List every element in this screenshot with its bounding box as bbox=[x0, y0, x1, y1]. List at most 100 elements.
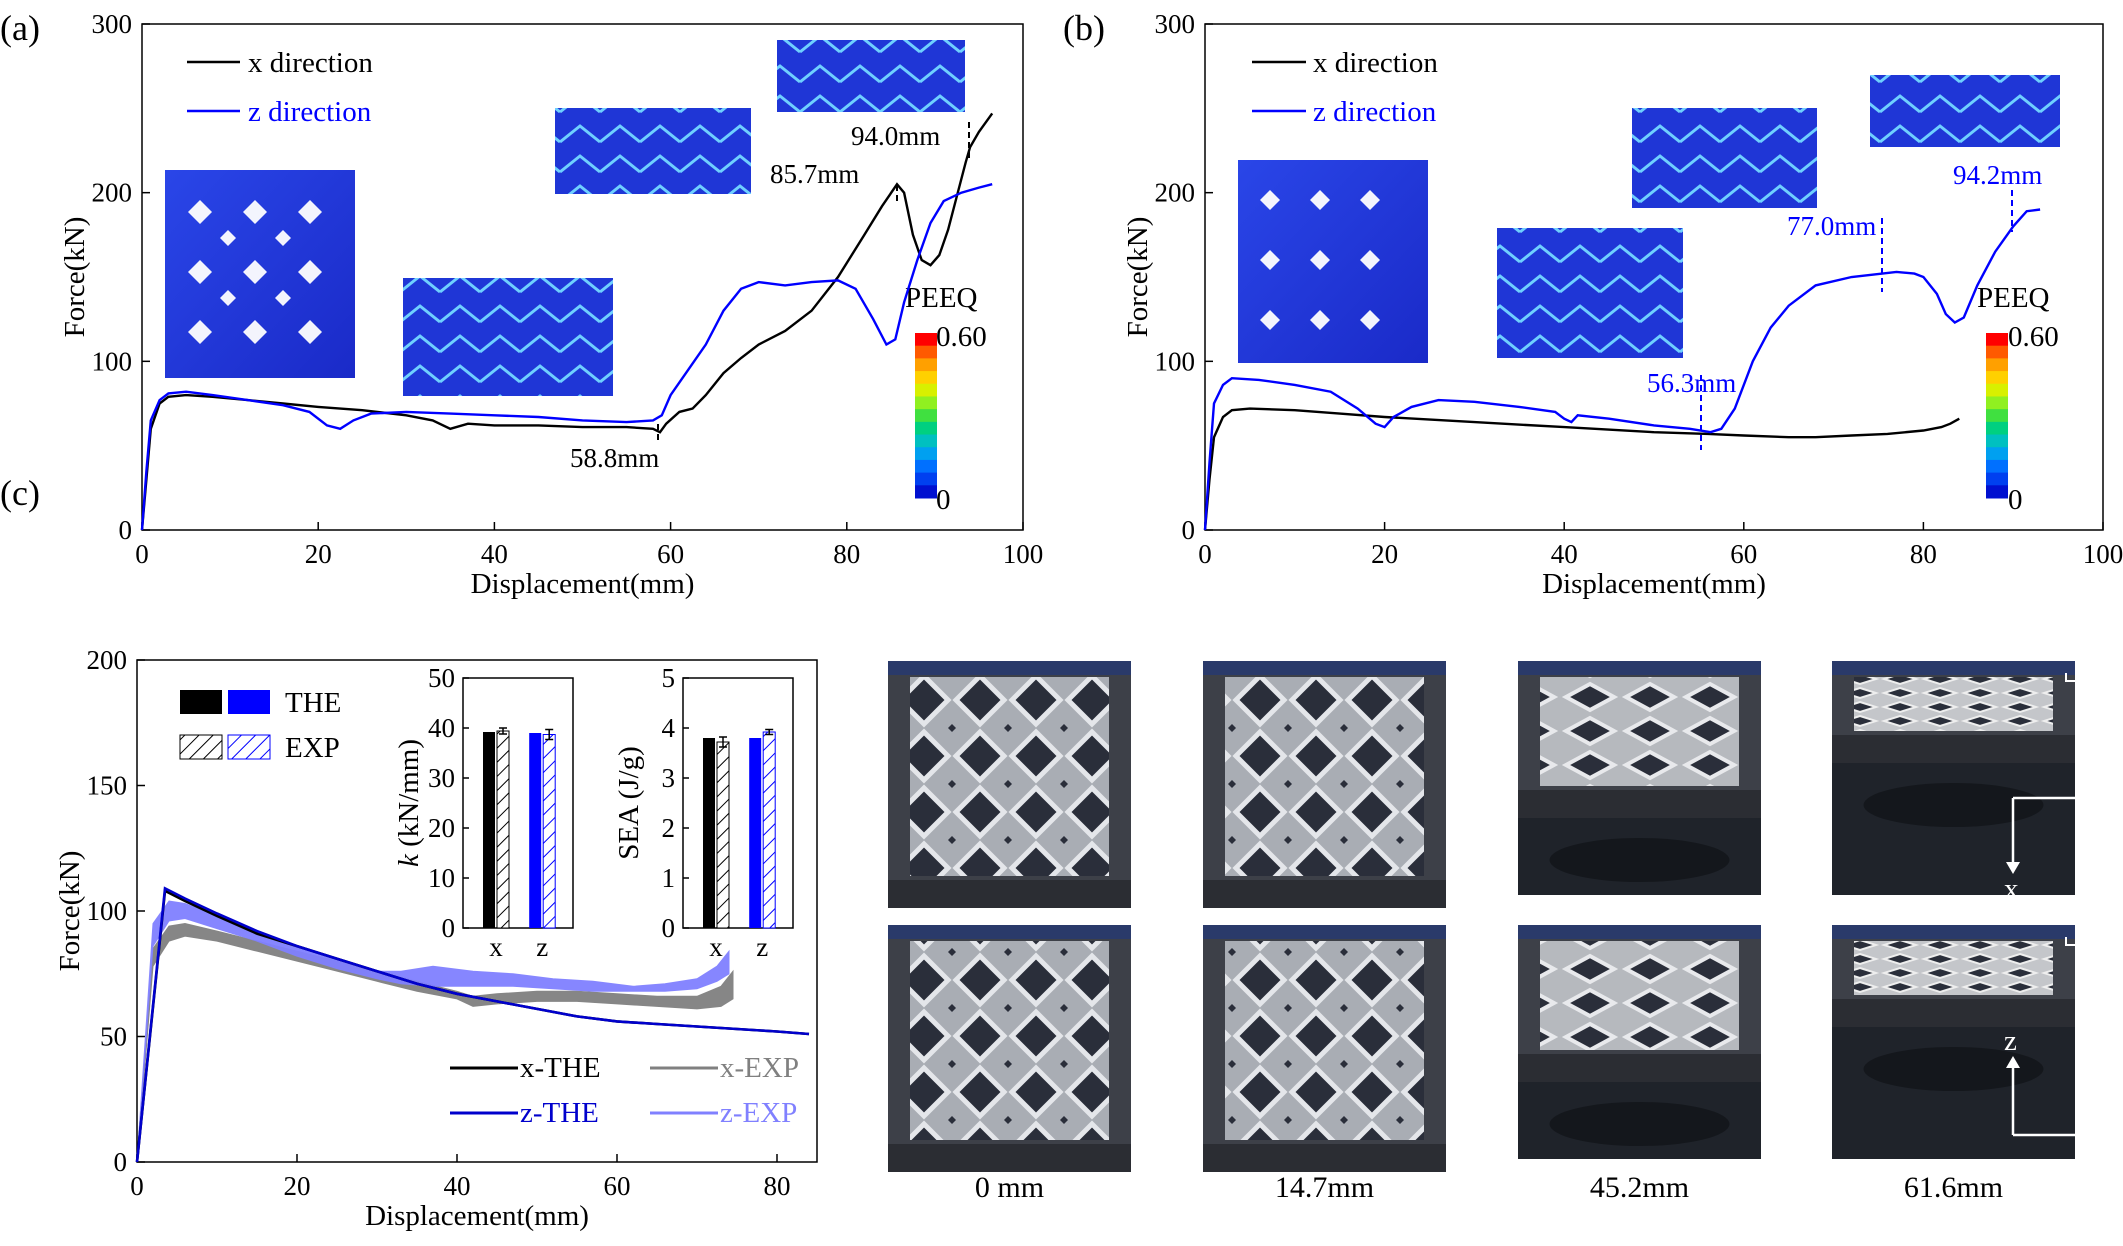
colorbar-swatch bbox=[915, 459, 937, 474]
x-axis-label: Displacement(mm) bbox=[365, 1200, 589, 1232]
colorbar-swatch bbox=[915, 472, 937, 486]
axis-arrowhead-x-top bbox=[2006, 862, 2020, 874]
annotation-58-8mm: 58.8mm bbox=[570, 443, 659, 473]
photo-specimen bbox=[1854, 677, 2053, 731]
photo-bottom-plate bbox=[888, 880, 1131, 908]
colorbar-swatch bbox=[1986, 485, 2008, 499]
inset-bar-exp-z bbox=[762, 731, 776, 929]
fe-model-compressed-a3 bbox=[777, 40, 965, 112]
annotations-b: 56.3mm 77.0mm 94.2mm bbox=[1647, 160, 2042, 450]
photo-specimen bbox=[1225, 941, 1424, 1140]
annotation-85-7mm: 85.7mm bbox=[770, 159, 859, 189]
photo-bottom-plate bbox=[1832, 999, 2075, 1027]
legend-label-exp: EXP bbox=[285, 732, 340, 764]
inset-y-tick-label: 3 bbox=[662, 763, 676, 793]
axis-label-x-top: x bbox=[2004, 873, 2019, 905]
panel-label-a: (a) bbox=[0, 8, 40, 48]
colorbar-max-a: 0.60 bbox=[936, 321, 987, 353]
legend-swatch-exp-z bbox=[227, 734, 271, 760]
colorbar-swatch bbox=[1986, 371, 2008, 385]
photo-specimen bbox=[1540, 677, 1739, 786]
y-tick-label: 200 bbox=[87, 645, 128, 675]
inset-bar-the-z bbox=[749, 738, 762, 928]
inset-y-tick-label: 2 bbox=[662, 813, 676, 843]
x-tick-label: 20 bbox=[284, 1171, 311, 1201]
inset-bar-exp-z bbox=[542, 734, 556, 929]
colorbar-swatch bbox=[915, 421, 937, 436]
fe-model-undeformed-a bbox=[165, 170, 355, 378]
colorbar-swatch bbox=[1986, 345, 2008, 359]
colorbar-swatch bbox=[1986, 358, 2008, 372]
inset-frame bbox=[462, 677, 574, 929]
x-tick-label: 40 bbox=[481, 539, 508, 569]
x-axis-label: Displacement(mm) bbox=[1542, 568, 1766, 600]
fe-model-compressed-a2 bbox=[555, 108, 751, 194]
colorbar-swatch bbox=[1986, 409, 2008, 423]
colorbar-swatch bbox=[915, 333, 937, 347]
colorbar-swatch bbox=[1986, 434, 2008, 448]
x-tick-label: 60 bbox=[1730, 539, 1757, 569]
colorbar-swatch bbox=[1986, 421, 2008, 436]
x-tick-label: 20 bbox=[1371, 539, 1398, 569]
photo-top-plate bbox=[888, 661, 1131, 675]
photo-bottom-plate bbox=[1518, 790, 1761, 818]
x-tick-label: 0 bbox=[130, 1171, 144, 1201]
x-tick-label: 0 bbox=[1198, 539, 1212, 569]
y-axis-label: Force(kN) bbox=[59, 217, 91, 338]
colorbar-max-b: 0.60 bbox=[2008, 321, 2059, 353]
inset-y-tick-label: 50 bbox=[428, 663, 455, 693]
inset-y-tick-label: 4 bbox=[662, 713, 676, 743]
y-tick-label: 200 bbox=[92, 178, 133, 208]
legend-label-z-direction: z direction bbox=[248, 96, 372, 128]
peeq-colorbar-a bbox=[915, 333, 937, 499]
x-tick-label: 100 bbox=[2083, 539, 2123, 569]
photo-caption-3: 61.6mm bbox=[1904, 1171, 2003, 1204]
series-band-x-EXP bbox=[136, 922, 734, 1163]
colorbar-label-b: PEEQ bbox=[1977, 282, 2050, 314]
photo-specimen bbox=[910, 941, 1109, 1140]
inset-y-axis-label: SEA (J/g) bbox=[613, 746, 645, 860]
panel-label-b: (b) bbox=[1063, 8, 1105, 48]
photo-specimen bbox=[910, 677, 1109, 876]
inset-y-axis-label-italic: k bbox=[393, 853, 425, 867]
y-tick-label: 100 bbox=[92, 346, 133, 376]
inset-y-tick-label: 30 bbox=[428, 763, 455, 793]
photo-specimen bbox=[1540, 941, 1739, 1050]
colorbar-swatch bbox=[915, 434, 937, 448]
x-tick-label: 40 bbox=[444, 1171, 471, 1201]
legend-label-z-THE: z-THE bbox=[520, 1097, 599, 1129]
inset-y-tick-label: 10 bbox=[428, 863, 455, 893]
inset-bar-exp-x bbox=[716, 741, 730, 929]
colorbar-swatch bbox=[915, 447, 937, 461]
inset-y-tick-label: 1 bbox=[662, 863, 676, 893]
inset-x-tick-label: z bbox=[756, 932, 768, 962]
photo-top-plate bbox=[1518, 925, 1761, 939]
y-tick-label: 0 bbox=[1182, 515, 1196, 545]
colorbar-min-a: 0 bbox=[936, 484, 951, 516]
colorbar-swatch bbox=[915, 485, 937, 499]
y-tick-label: 0 bbox=[119, 515, 133, 545]
x-axis-label: Displacement(mm) bbox=[471, 568, 695, 600]
peeq-colorbar-b bbox=[1986, 333, 2008, 499]
fe-model-compressed-a1 bbox=[403, 278, 613, 396]
colorbar-swatch bbox=[915, 371, 937, 385]
photo-bottom-plate bbox=[1832, 735, 2075, 763]
inset-frame bbox=[682, 677, 794, 929]
y-axis-label: Force(kN) bbox=[1122, 217, 1154, 338]
legend-swatch-the-z bbox=[228, 690, 270, 714]
axis-label-z-bottom: z bbox=[2004, 1025, 2017, 1057]
inset-bar-the-x bbox=[483, 732, 495, 928]
legend-swatch-exp-x bbox=[179, 734, 223, 760]
photo-piston bbox=[1863, 1047, 2044, 1091]
photo-top-plate bbox=[1832, 661, 2075, 675]
inset-y-tick-label: 0 bbox=[442, 913, 456, 943]
fe-model-compressed-b1 bbox=[1497, 228, 1683, 358]
x-tick-label: 80 bbox=[764, 1171, 791, 1201]
photo-piston bbox=[1549, 838, 1730, 882]
scale-bar bbox=[2065, 673, 2085, 682]
colorbar-swatch bbox=[915, 396, 937, 410]
colorbar-swatch bbox=[915, 409, 937, 423]
inset-y-tick-label: 0 bbox=[662, 913, 676, 943]
